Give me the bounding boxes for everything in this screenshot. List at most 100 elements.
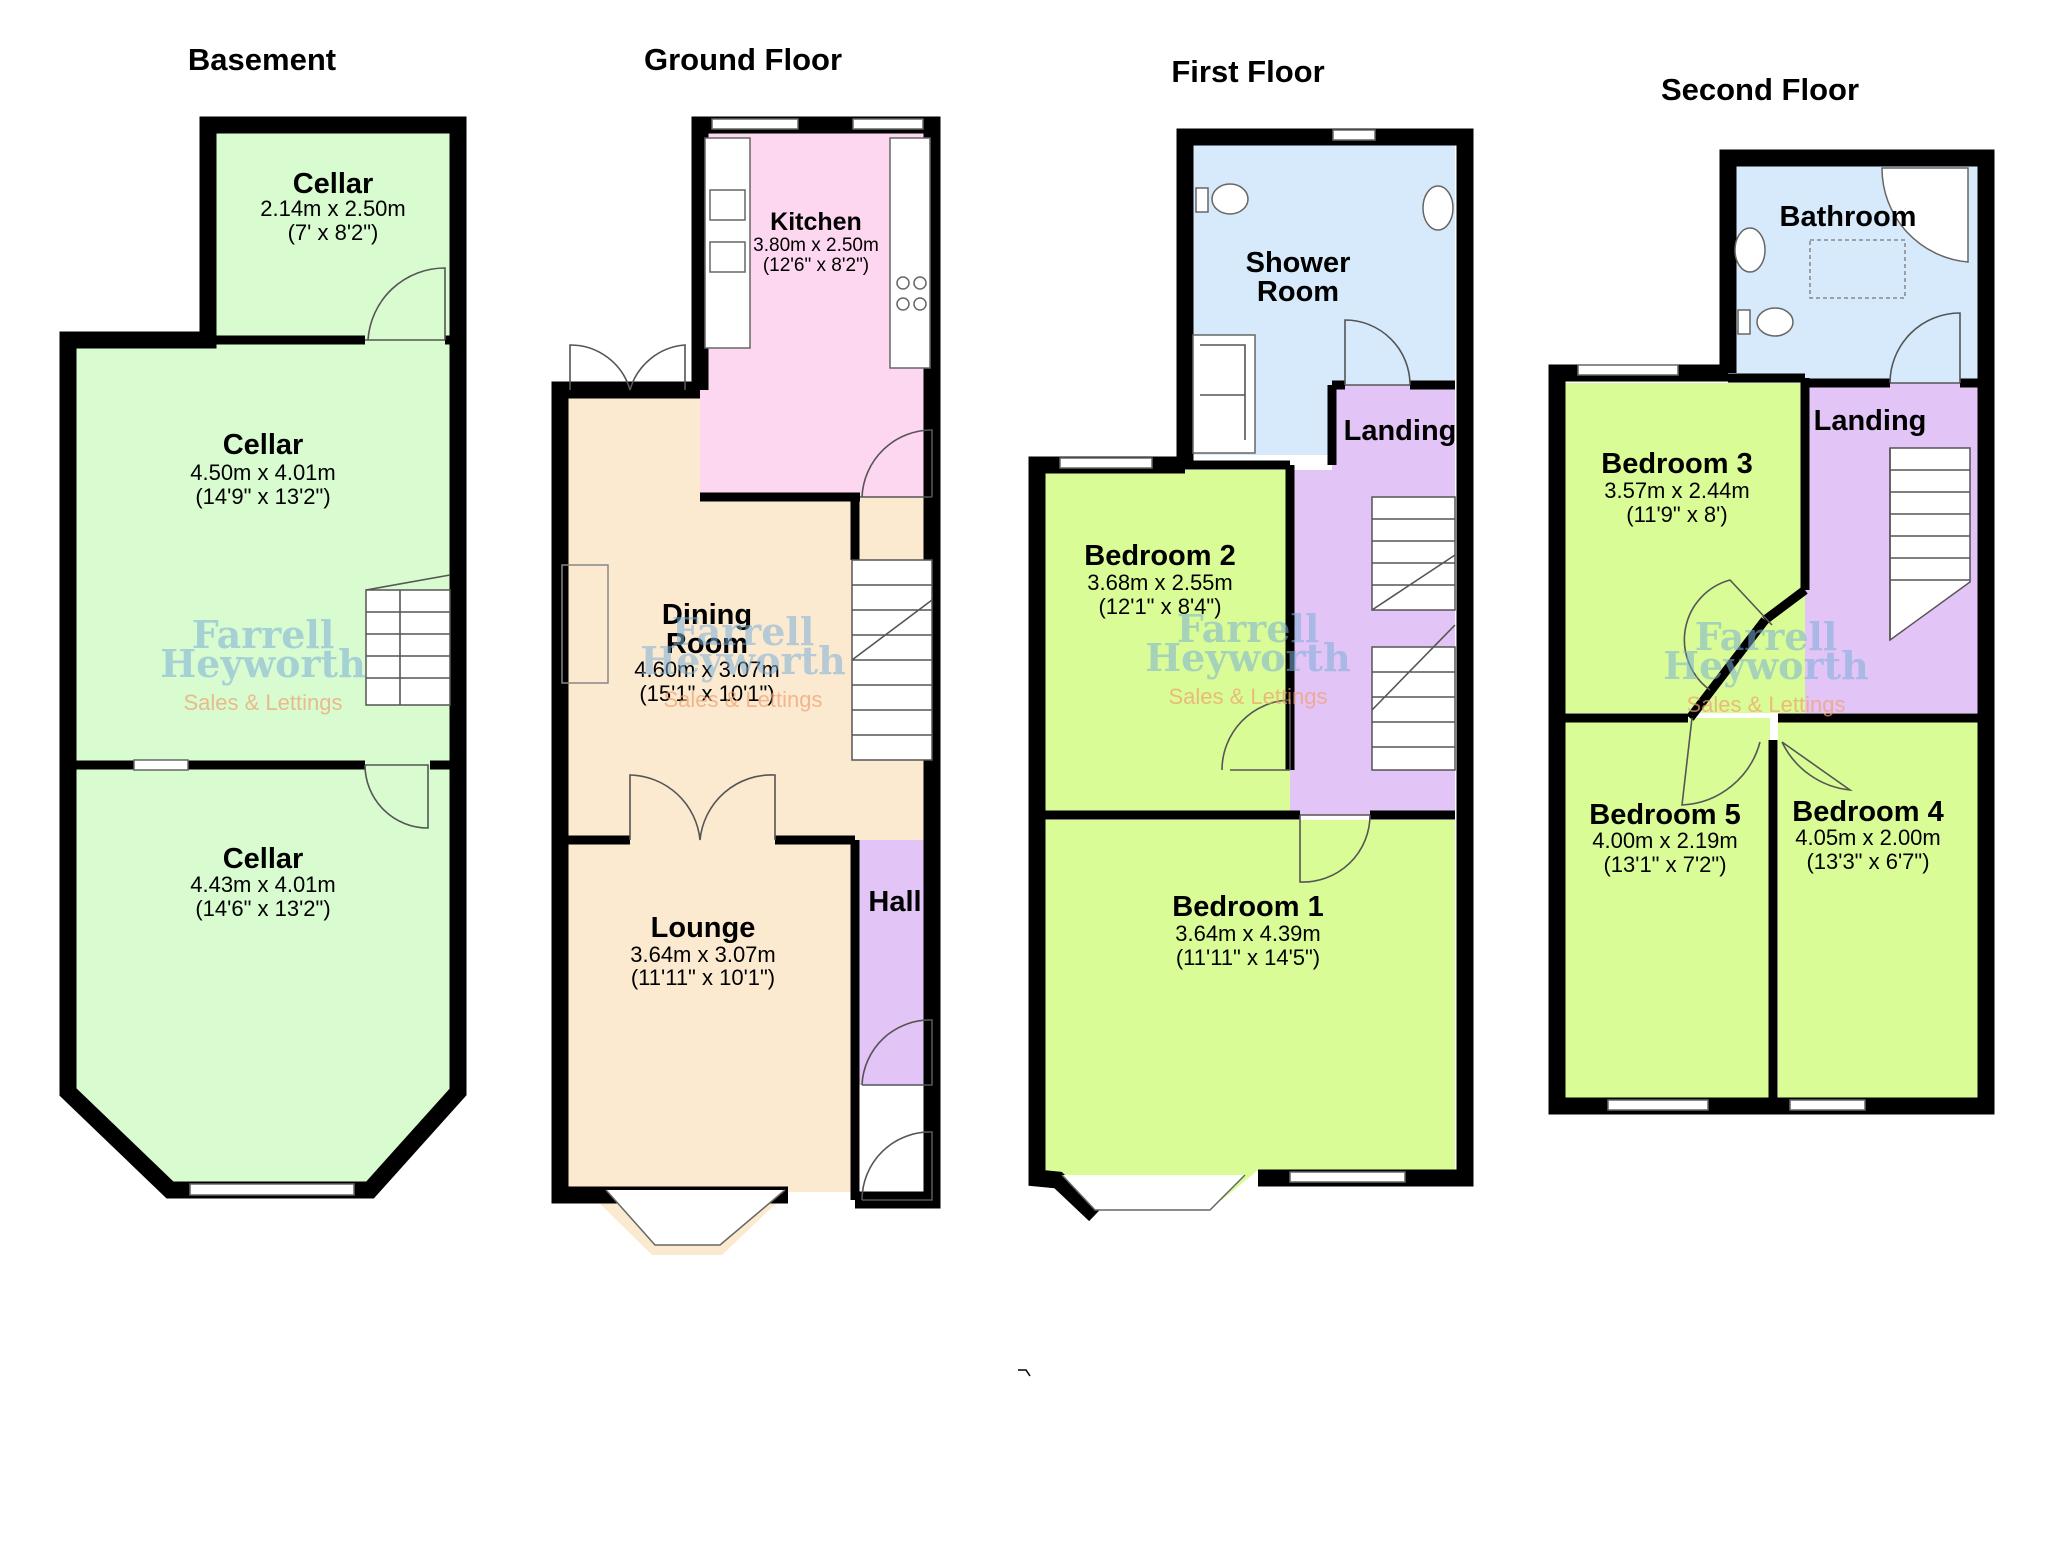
room-name: Dining <box>662 599 752 631</box>
room-dimensions-metric: 4.50m x 4.01m <box>190 460 336 485</box>
room-dimensions-imperial: (12'1" x 8'4") <box>1098 594 1221 619</box>
room-name: Cellar <box>223 843 304 875</box>
bedroom-2-area <box>1045 470 1290 815</box>
room-dimensions-metric: 2.14m x 2.50m <box>260 196 406 221</box>
room-dimensions-imperial: (7' x 8'2") <box>288 220 379 245</box>
room-dimensions-metric: 4.43m x 4.01m <box>190 872 336 897</box>
door-swing <box>1683 579 1773 691</box>
watermark-logo: Farrell Heyworth Sales & Lettings <box>160 612 365 715</box>
svg-text:Farrell: Farrell <box>672 609 815 654</box>
hall-area <box>855 840 932 1085</box>
dining-area <box>560 390 700 840</box>
shower-tray <box>1192 334 1256 454</box>
fireplace <box>561 564 609 684</box>
lounge-area <box>560 840 855 1255</box>
window <box>189 1183 355 1196</box>
room-dimensions-imperial: (11'9" x 8') <box>1626 502 1727 527</box>
room-dimensions-imperial: (13'3" x 6'7") <box>1806 849 1929 874</box>
watermark-logo: Farrell Heyworth Sales & Lettings <box>1145 606 1350 709</box>
room-dimensions-metric: 3.64m x 4.39m <box>1175 921 1321 946</box>
french-doors <box>569 344 686 391</box>
bay-window <box>605 1189 786 1246</box>
window <box>133 759 189 771</box>
room-name: Bedroom 5 <box>1589 799 1740 831</box>
window <box>1577 364 1679 376</box>
first-floor-title: First Floor <box>1171 54 1324 89</box>
second-floor: Second Floor <box>1548 72 1995 1115</box>
basement-outer-wall <box>59 116 467 1199</box>
door-swing <box>1299 814 1371 883</box>
door-swing <box>364 764 429 829</box>
room-name: Cellar <box>293 168 374 200</box>
room-dimensions-imperial: (15'1" x 10'1") <box>639 681 774 706</box>
window <box>711 118 799 130</box>
window <box>1789 1099 1866 1111</box>
landing-area <box>1290 470 1335 815</box>
room-name: Bedroom 3 <box>1601 448 1752 480</box>
door-swing <box>861 1019 933 1086</box>
room-dimensions-imperial: (11'11" x 10'1") <box>631 965 775 990</box>
bath-icon <box>1809 167 1969 299</box>
room-dimensions-metric: 3.80m x 2.50m <box>753 235 879 256</box>
second-outer-wall <box>1548 149 1995 1115</box>
bedroom-3-area <box>1565 383 1805 713</box>
sink-icon <box>709 189 746 221</box>
room-dimensions-metric: 3.64m x 3.07m <box>630 942 776 967</box>
svg-text:Farrell: Farrell <box>1177 606 1320 651</box>
toilet-icon <box>1737 307 1794 337</box>
room-name: Kitchen <box>770 208 862 236</box>
window <box>1059 457 1153 469</box>
room-name: Lounge <box>651 912 756 944</box>
basin-icon <box>1422 185 1454 231</box>
window <box>1289 1171 1406 1183</box>
basement-title: Basement <box>188 42 336 77</box>
svg-text:Farrell: Farrell <box>192 612 335 657</box>
door-swing <box>1681 717 1761 806</box>
room-name: Bedroom 4 <box>1792 796 1943 828</box>
window <box>1607 1099 1709 1111</box>
room-dimensions-imperial: (14'9" x 13'2") <box>195 484 330 509</box>
room-name: Landing <box>1814 405 1927 437</box>
svg-text:Sales & Lettings: Sales & Lettings <box>1687 692 1846 717</box>
watermark-logo: Farrell Heyworth Sales & Lettings <box>1663 614 1868 717</box>
room-name: Bedroom 1 <box>1172 891 1323 923</box>
svg-text:Sales & Lettings: Sales & Lettings <box>184 690 343 715</box>
basement-staircase <box>365 574 451 706</box>
room-name: Bedroom 2 <box>1084 540 1235 572</box>
ground-staircase <box>851 559 933 761</box>
door-swing <box>1781 741 1853 792</box>
bedroom-5-area <box>1565 718 1770 1098</box>
second-wall <box>1686 617 1769 721</box>
watermark-logo: Farrell Heyworth Sales & Lettings <box>640 609 845 712</box>
first-staircase <box>1371 496 1456 771</box>
room-name: Room <box>1257 276 1339 308</box>
room-dimensions-imperial: (14'6" x 13'2") <box>195 896 330 921</box>
room-dimensions-imperial: (12'6" x 8'2") <box>763 255 869 276</box>
first-floor: First Floor <box>1028 54 1474 1222</box>
toilet-icon <box>1195 183 1249 215</box>
door-swing <box>365 267 446 341</box>
porch-area <box>855 1085 932 1202</box>
room-name: Landing <box>1344 415 1457 447</box>
svg-text:Farrell: Farrell <box>1695 614 1838 659</box>
drainer-icon <box>709 241 746 273</box>
bedroom-4-area <box>1778 718 1978 1098</box>
hob-icon <box>896 276 927 311</box>
second-floor-title: Second Floor <box>1661 72 1859 107</box>
room-dimensions-metric: 3.68m x 2.55m <box>1087 570 1233 595</box>
door-swing <box>861 1131 933 1201</box>
stray-mark <box>1018 1369 1031 1377</box>
room-name: Hall <box>868 886 921 918</box>
room-dimensions-imperial: (13'1" x 7'2") <box>1603 852 1726 877</box>
room-name: Room <box>666 628 748 660</box>
ground-floor-title: Ground Floor <box>644 42 842 77</box>
bay-window <box>1061 1174 1246 1211</box>
room-dimensions-metric: 4.00m x 2.19m <box>1592 828 1738 853</box>
room-name: Shower <box>1246 247 1351 279</box>
room-dimensions-imperial: (11'11" x 14'5") <box>1176 945 1320 970</box>
svg-text:Heyworth: Heyworth <box>160 641 365 686</box>
door-swing <box>1221 699 1291 771</box>
bedroom-1-area <box>1045 820 1455 1200</box>
window <box>852 118 924 130</box>
